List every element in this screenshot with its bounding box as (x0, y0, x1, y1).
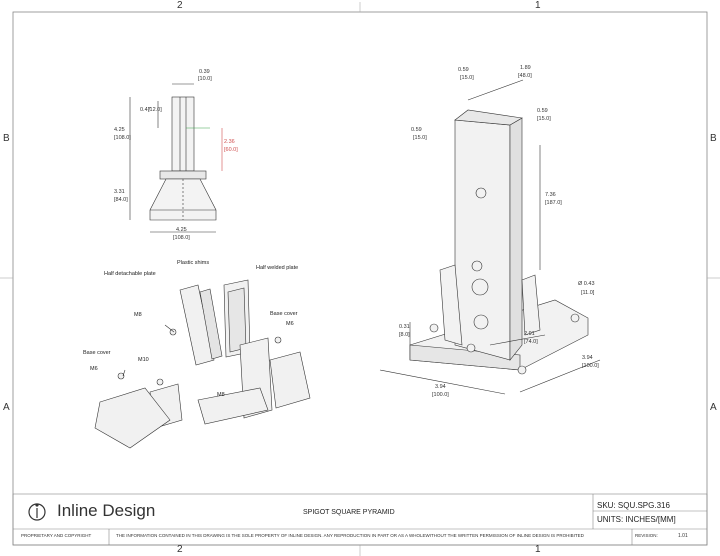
dim-front-9: [84.0] (114, 197, 128, 203)
dim-iso-b: 1.89 (520, 65, 531, 71)
zone-label-left-a: A (3, 402, 10, 413)
label-half-welded-plate: Half welded plate (256, 265, 299, 271)
dim-front-4: 4.25 (114, 127, 125, 133)
dim-iso-side-mm: [8.0] (399, 332, 410, 338)
zone-label-bottom-2: 2 (177, 544, 183, 555)
front-view (129, 83, 223, 233)
sku-field: SKU: SQU.SPG.316 (597, 501, 670, 510)
title-block: Inline Design SPIGOT SQUARE PYRAMID SKU:… (13, 494, 707, 545)
part-name: SPIGOT SQUARE PYRAMID (303, 509, 395, 516)
dim-iso-inner-mm: [74.0] (524, 339, 538, 345)
dim-iso-c-mm: [15.0] (537, 116, 551, 122)
label-m8: M8 (134, 312, 142, 318)
dim-iso-d: 0.59 (411, 127, 422, 133)
label-base-cover-left: Base cover (83, 350, 111, 356)
company-name: Inline Design (57, 501, 156, 520)
dim-front-2: 0.47 (140, 107, 151, 113)
dim-front-0: 0.39 (199, 69, 210, 75)
label-m8-bottom: M8 (217, 392, 225, 398)
zone-label-top-2: 2 (177, 0, 183, 11)
revision-value: 1.01 (678, 533, 688, 539)
dim-iso-height-mm: [187.0] (545, 200, 562, 206)
dim-front-1: [10.0] (198, 76, 212, 82)
dim-iso-d-mm: [15.0] (413, 135, 427, 141)
units-field: UNITS: INCHES/[MM] (597, 515, 676, 524)
dim-iso-c: 0.59 (537, 108, 548, 114)
dim-iso-depth: 3.94 (582, 355, 593, 361)
dim-iso-depth-mm: [100.0] (582, 363, 599, 369)
zone-label-right-b: B (710, 133, 717, 144)
zone-label-left-b: B (3, 133, 10, 144)
dim-front-8: 3.31 (114, 189, 125, 195)
label-m6-right: M6 (286, 321, 294, 327)
dim-iso-inner: 2.91 (524, 331, 535, 337)
zone-label-right-a: A (710, 402, 717, 413)
dim-iso-side: 0.31 (399, 324, 410, 330)
copyright-notice: THE INFORMATION CONTAINED IN THIS DRAWIN… (116, 533, 584, 538)
dim-front-11: [108.0] (173, 235, 190, 241)
dim-front-7: [60.0] (224, 147, 238, 153)
iso-view (379, 79, 601, 395)
label-m6-left: M6 (90, 366, 98, 372)
dim-iso-width: 3.94 (435, 384, 446, 390)
dim-front-3: [12.0] (148, 107, 162, 113)
proprietary-label: PROPRIETARY AND COPYRIGHT (21, 533, 92, 538)
dim-iso-a-mm: [15.0] (460, 75, 474, 81)
label-m10: M10 (138, 357, 149, 363)
label-half-detachable-plate: Half detachable plate (104, 271, 156, 277)
label-base-cover-right: Base cover (270, 311, 298, 317)
dim-front-5: [108.0] (114, 135, 131, 141)
dim-iso-height: 7.36 (545, 192, 556, 198)
dim-iso-hole-mm: [11.0] (581, 290, 595, 296)
dim-front-10: 4.25 (176, 227, 187, 233)
dim-front-6: 2.36 (224, 139, 235, 145)
label-plastic-shims: Plastic shims (177, 260, 210, 266)
title-block-lines (12, 493, 708, 546)
revision-label: REVISION: (635, 533, 658, 538)
inline-design-logo-icon (28, 503, 46, 521)
dim-iso-b-mm: [48.0] (518, 73, 532, 79)
dim-iso-hole: Ø 0.43 (578, 281, 595, 287)
zone-label-bottom-1: 1 (535, 544, 541, 555)
dim-iso-width-mm: [100.0] (432, 392, 449, 398)
dim-iso-a: 0.59 (458, 67, 469, 73)
exploded-view (94, 279, 311, 449)
zone-label-top-1: 1 (535, 0, 541, 11)
